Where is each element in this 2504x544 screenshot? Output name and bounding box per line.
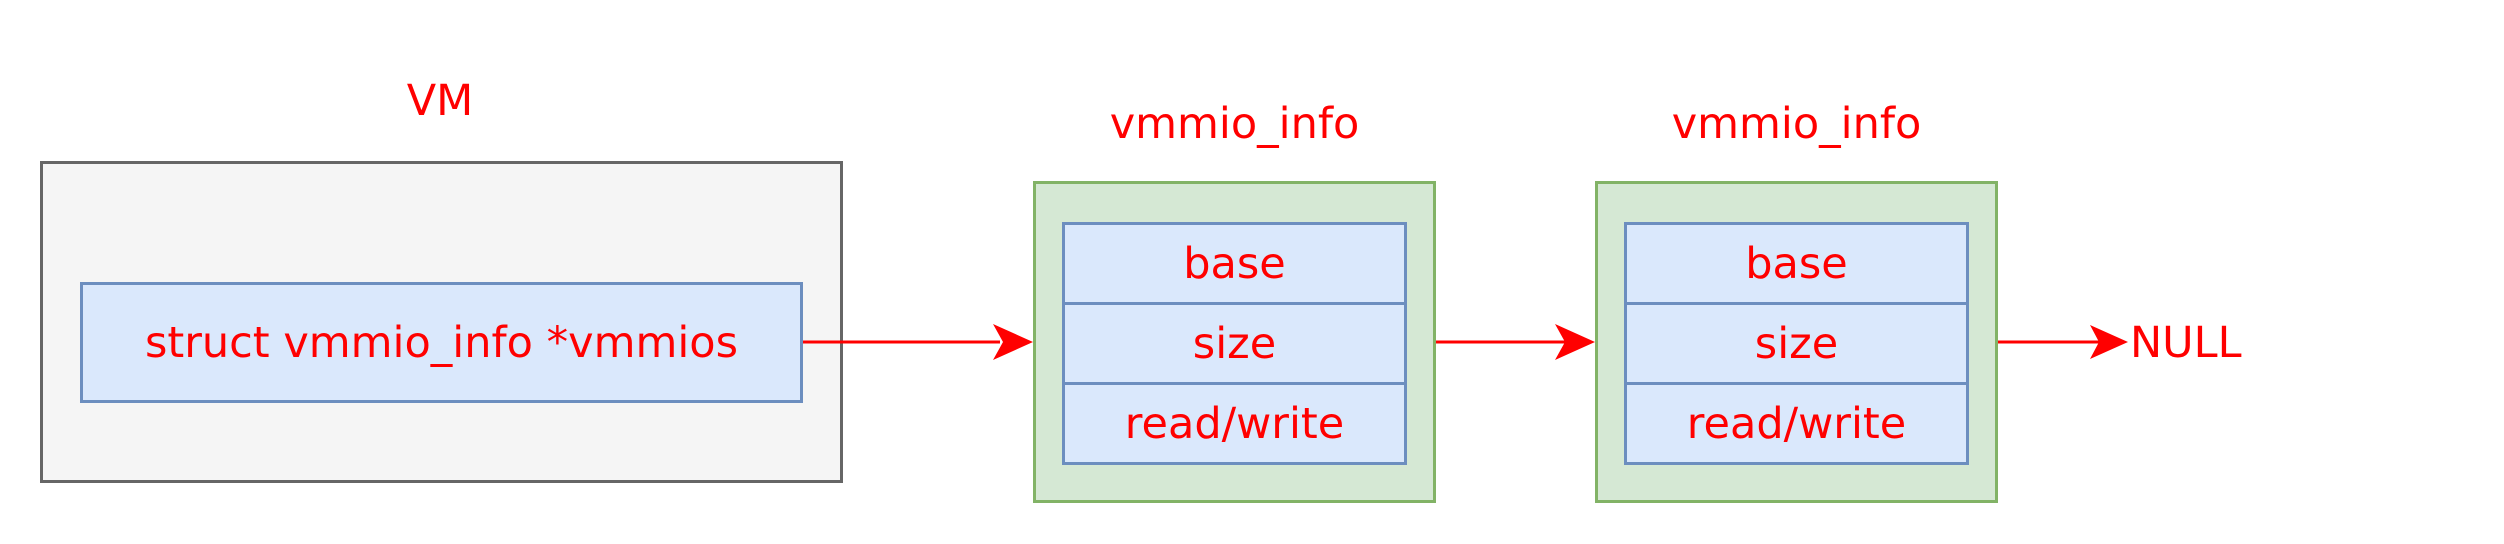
node-2-title: vmmio_info (1671, 99, 1922, 149)
node-2-field-read-write: read/write (1624, 382, 1969, 465)
node-1-field-size: size (1062, 302, 1407, 385)
node-1-field-base: base (1062, 222, 1407, 305)
arrow-node-2-to-null (1998, 325, 2128, 359)
vmmios-pointer-field: struct vmmio_info *vmmios (80, 282, 803, 403)
arrow-node-1-to-node-2 (1436, 324, 1595, 360)
null-terminator: NULL (2130, 318, 2242, 368)
node-1-title: vmmio_info (1109, 99, 1360, 149)
node-2-field-base: base (1624, 222, 1969, 305)
node-1-field-read-write: read/write (1062, 382, 1407, 465)
node-2-field-size: size (1624, 302, 1969, 385)
arrow-vm-to-node-1 (803, 324, 1033, 360)
vm-title: VM (406, 76, 474, 126)
